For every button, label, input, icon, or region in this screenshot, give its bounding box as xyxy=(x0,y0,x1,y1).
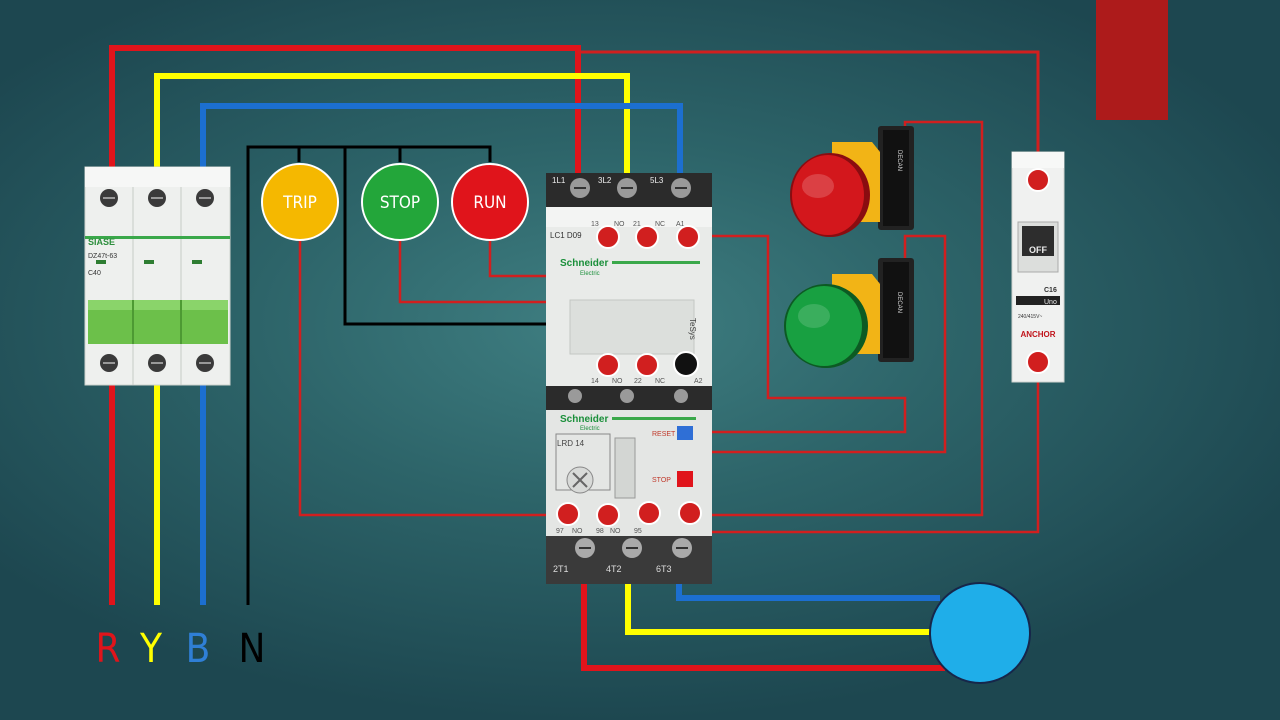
olr-reset-label: RESET xyxy=(652,431,676,438)
three-pole-mcb: SIASE DZ47t-63 C40 xyxy=(84,166,231,386)
aux-no-top: NO xyxy=(614,221,625,228)
red-push-button[interactable]: DECAN xyxy=(790,126,914,237)
olr-model: LRD 14 xyxy=(557,439,585,448)
contactor-terminal-1: 1L1 xyxy=(552,176,566,185)
corner-decoration xyxy=(1096,0,1168,120)
olr-98: 98 xyxy=(596,528,604,535)
phase-label-y: Y xyxy=(139,626,163,672)
mcb-single-rating: C16 xyxy=(1044,287,1057,294)
contactor-terminal-5: 5L3 xyxy=(650,176,664,185)
olr-95: 95 xyxy=(634,528,642,535)
mcb-state-label: OFF xyxy=(1029,245,1047,255)
motor xyxy=(929,582,1031,684)
motor-feed-wires xyxy=(581,582,945,671)
mcb-toggle-switch[interactable] xyxy=(1022,226,1054,256)
mcb-rating: C40 xyxy=(88,270,101,277)
phase-b-wire xyxy=(200,103,683,605)
phase-r-wire xyxy=(109,45,581,605)
contactor-brand: Schneider xyxy=(560,258,608,269)
olr-reset-button[interactable] xyxy=(677,426,693,440)
mcb-voltage: 240/415V~ xyxy=(1018,314,1042,320)
olr-sub-brand: Electric xyxy=(580,426,600,432)
phase-labels: R Y B N xyxy=(96,626,266,672)
olr-no-1: NO xyxy=(572,528,583,535)
single-pole-mcb: OFF C16 Uno 240/415V~ ANCHOR xyxy=(1011,151,1065,383)
contactor-side-text: TeSys xyxy=(688,318,697,340)
mcb-single-brand: ANCHOR xyxy=(1020,330,1055,339)
run-lamp-label: RUN xyxy=(473,193,506,213)
stop-lamp-label: STOP xyxy=(380,193,420,213)
olr-terminal-4: 4T2 xyxy=(606,564,622,574)
contactor-sub-brand: Electric xyxy=(580,271,600,277)
olr-no-2: NO xyxy=(610,528,621,535)
aux-a1: A1 xyxy=(676,221,685,228)
phase-y-wire xyxy=(154,73,630,605)
trip-lamp-label: TRIP xyxy=(282,193,317,213)
run-lamp-shape xyxy=(451,163,529,241)
pilot-lamp-trip: TRIP xyxy=(261,163,339,241)
contactor-terminal-3: 3L2 xyxy=(598,176,612,185)
olr-stop-label: STOP xyxy=(652,477,671,484)
olr-terminal-2: 2T1 xyxy=(553,564,569,574)
stop-lamp-shape xyxy=(361,163,439,241)
red-button-brand: DECAN xyxy=(896,150,902,171)
aux-14: 14 xyxy=(591,378,599,385)
aux-21: 21 xyxy=(633,221,641,228)
mcb-series: Uno xyxy=(1044,299,1057,306)
pilot-lamp-run: RUN xyxy=(451,163,529,241)
mcb-brand: SIASE xyxy=(88,237,115,247)
olr-brand: Schneider xyxy=(560,414,608,425)
aux-nc-top: NC xyxy=(655,221,665,228)
overload-relay: Schneider Electric RESET LRD 14 STOP 97 … xyxy=(546,410,712,584)
contactor-aux-dots xyxy=(596,225,700,377)
aux-22: 22 xyxy=(634,378,642,385)
aux-a2: A2 xyxy=(694,378,703,385)
aux-no-bottom: NO xyxy=(612,378,623,385)
contactor-model: LC1 D09 xyxy=(550,231,582,240)
mcb-connection-dots xyxy=(1026,168,1050,374)
olr-contact-dots xyxy=(556,501,702,527)
olr-stop-button[interactable] xyxy=(677,471,693,487)
phase-label-n: N xyxy=(239,626,266,672)
olr-97: 97 xyxy=(556,528,564,535)
aux-13: 13 xyxy=(591,221,599,228)
green-button-brand: DECAN xyxy=(896,292,902,313)
trip-lamp-shape xyxy=(261,163,339,241)
olr-terminal-6: 6T3 xyxy=(656,564,672,574)
phase-label-r: R xyxy=(96,626,121,672)
control-supply-wire xyxy=(578,50,1040,180)
pilot-lamp-stop: STOP xyxy=(361,163,439,241)
mcb-model: DZ47t-63 xyxy=(88,253,117,260)
a2-neutral-dot xyxy=(673,351,699,377)
aux-nc-bottom: NC xyxy=(655,378,665,385)
green-push-button[interactable]: DECAN xyxy=(784,258,914,368)
phase-label-b: B xyxy=(186,626,211,672)
